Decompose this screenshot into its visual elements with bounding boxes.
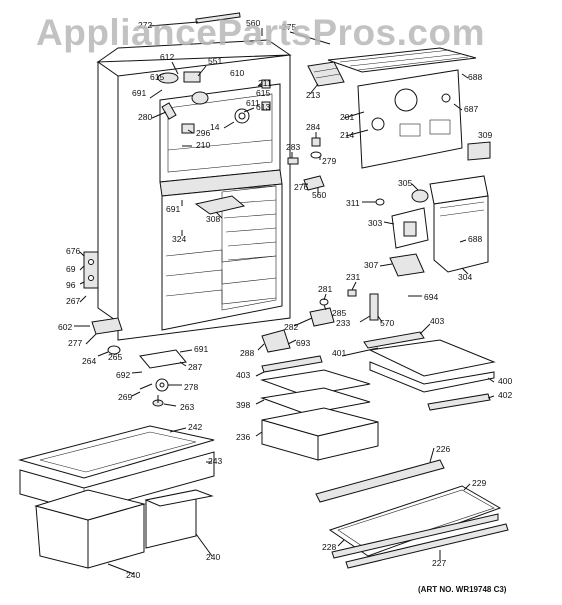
callout-267: 267 [66,296,80,306]
callout-688a: 688 [468,72,482,82]
callout-691c: 691 [194,344,208,354]
callout-240a: 240 [126,570,140,580]
callout-307: 307 [364,260,378,270]
callout-269: 269 [118,392,132,402]
callout-308: 308 [206,214,220,224]
callout-613: 613 [256,102,270,112]
callout-612: 612 [160,52,174,62]
callout-402: 402 [498,390,512,400]
leader-lines [74,21,495,575]
callout-560a: 560 [246,18,260,28]
meat-pan-assembly [18,425,215,569]
callout-14: 14 [210,122,220,132]
callout-240b: 240 [206,552,220,562]
callout-691a: 691 [132,88,146,98]
callout-201: 201 [340,112,354,122]
callout-277: 277 [68,338,82,348]
callout-692: 692 [116,370,130,380]
callout-242: 242 [188,422,202,432]
callout-401: 401 [332,348,346,358]
callout-688b: 688 [468,234,482,244]
callout-263: 263 [180,402,194,412]
callout-228: 228 [322,542,336,552]
callout-227: 227 [432,558,446,568]
callout-400: 400 [498,376,512,386]
callout-69: 69 [66,264,76,274]
callout-693: 693 [296,338,310,348]
crisper-cover-parts [315,459,509,569]
callout-311: 311 [346,198,360,208]
callout-570: 570 [380,318,394,328]
callout-304: 304 [458,272,472,282]
callout-272: 272 [138,20,152,30]
callout-264: 264 [82,356,96,366]
callout-211: 211 [258,78,272,88]
callout-615a: 615 [150,72,164,82]
callout-676: 676 [66,246,80,256]
callout-551: 551 [208,56,222,66]
callout-285: 285 [332,308,346,318]
callout-691b: 691 [166,204,180,214]
callout-276: 276 [294,182,308,192]
callout-243: 243 [208,456,222,466]
shelves [260,331,496,461]
callout-226: 226 [436,444,450,454]
callout-278: 278 [184,382,198,392]
callout-610: 610 [230,68,244,78]
callout-687: 687 [464,104,478,114]
callout-615b: 615 [256,88,270,98]
callout-265: 265 [108,352,122,362]
callout-229: 229 [472,478,486,488]
callout-403a: 403 [430,316,444,326]
callout-398: 398 [236,400,250,410]
cabinet [83,12,292,407]
callout-281: 281 [318,284,332,294]
callout-287: 287 [188,362,202,372]
callout-214: 214 [340,130,354,140]
callout-305: 305 [398,178,412,188]
callout-602: 602 [58,322,72,332]
callout-560b: 560 [312,190,326,200]
callout-288: 288 [240,348,254,358]
callout-213: 213 [306,90,320,100]
callout-233: 233 [336,318,350,328]
callout-403b: 403 [236,370,250,380]
callout-303: 303 [368,218,382,228]
callout-611: 611 [246,98,260,108]
callout-231: 231 [346,272,360,282]
callout-282: 282 [284,322,298,332]
callout-309: 309 [478,130,492,140]
callout-284: 284 [306,122,320,132]
art-number: (ART NO. WR19748 C3) [418,585,507,594]
callout-324: 324 [172,234,186,244]
callout-210: 210 [196,140,210,150]
callout-275: 275 [282,22,296,32]
evaporator-cover-area [261,47,491,353]
callout-236: 236 [236,432,250,442]
callout-279: 279 [322,156,336,166]
callout-280: 280 [138,112,152,122]
callout-296: 296 [196,128,210,138]
callout-694: 694 [424,292,438,302]
callout-283: 283 [286,142,300,152]
callout-96: 96 [66,280,76,290]
